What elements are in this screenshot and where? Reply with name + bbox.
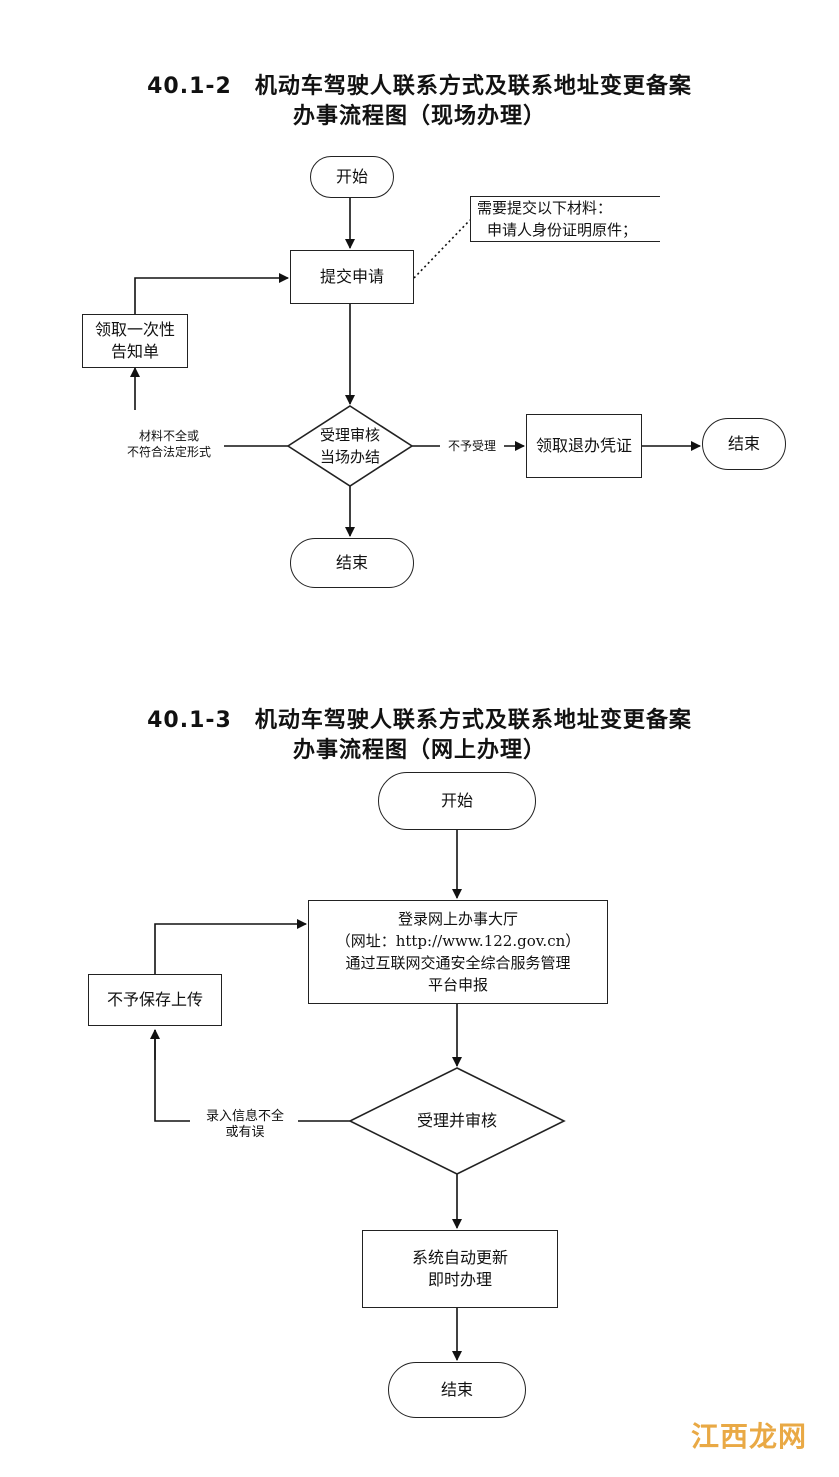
review2-diamond — [348, 1067, 566, 1175]
flow1-title-line1: 40.1-2 机动车驾驶人联系方式及联系地址变更备案 — [147, 74, 692, 99]
nosave-label: 不予保存上传 — [106, 990, 203, 1009]
auto-update-box: 系统自动更新 即时办理 — [362, 1230, 558, 1308]
nosave-box: 不予保存上传 — [88, 974, 222, 1026]
login-line2: （网址：http://www.122.gov.cn） — [335, 932, 581, 950]
start2-terminal: 开始 — [378, 772, 536, 830]
left2-condition-label: 录入信息不全 或有误 — [190, 1109, 300, 1141]
end2-terminal: 结束 — [388, 1362, 526, 1418]
notice-line1: 领取一次性 — [94, 320, 175, 339]
certificate-box: 领取退办凭证 — [526, 414, 642, 478]
reject-label: 不予受理 — [440, 438, 504, 454]
submit-label: 提交申请 — [319, 267, 384, 286]
watermark-logo: 江西龙网 — [691, 1415, 807, 1455]
notice-box: 领取一次性 告知单 — [82, 314, 188, 368]
condition2-line1: 录入信息不全 — [205, 1109, 284, 1124]
end-bottom-label: 结束 — [335, 553, 368, 572]
watermark-text: 江西龙网 — [690, 1420, 807, 1453]
notice-line2: 告知单 — [110, 342, 159, 361]
end-right-label: 结束 — [727, 434, 760, 453]
left-condition-label: 材料不全或 不符合法定形式 — [112, 428, 226, 460]
condition2-line2: 或有误 — [225, 1125, 265, 1140]
start2-label: 开始 — [440, 791, 473, 810]
reject-text: 不予受理 — [447, 439, 496, 453]
flow1-title-line2: 办事流程图（现场办理） — [292, 104, 546, 129]
end2-label: 结束 — [440, 1380, 473, 1399]
dotted-note-link — [413, 219, 471, 279]
end-terminal-right: 结束 — [702, 418, 786, 470]
start-label: 开始 — [335, 167, 368, 186]
review-label: 受理审核 当场办结 — [296, 424, 404, 468]
start-terminal: 开始 — [310, 156, 394, 198]
materials-note-box: 需要提交以下材料： 申请人身份证明原件； — [470, 196, 660, 242]
review2-label: 受理并审核 — [390, 1110, 524, 1132]
auto-line2: 即时办理 — [427, 1270, 492, 1289]
submit-application-box: 提交申请 — [290, 250, 414, 304]
flow2-title-line1: 40.1-3 机动车驾驶人联系方式及联系地址变更备案 — [147, 708, 692, 733]
note-line1: 需要提交以下材料： — [477, 199, 613, 217]
flow2-title: 40.1-3 机动车驾驶人联系方式及联系地址变更备案 办事流程图（网上办理） — [0, 706, 839, 766]
login-box: 登录网上办事大厅 （网址：http://www.122.gov.cn） 通过互联… — [308, 900, 608, 1004]
condition-line1: 材料不全或 — [138, 429, 199, 443]
review-diamond — [286, 405, 414, 487]
end-terminal-bottom: 结束 — [290, 538, 414, 588]
login-line4: 平台申报 — [427, 976, 488, 994]
flow1-title: 40.1-2 机动车驾驶人联系方式及联系地址变更备案 办事流程图（现场办理） — [0, 72, 839, 132]
auto-line1: 系统自动更新 — [411, 1248, 508, 1267]
review-line1: 受理审核 — [319, 426, 380, 444]
line2-review-to-left — [154, 1030, 350, 1122]
arrow-notice-to-submit — [134, 273, 289, 314]
arrow2-nosave-to-login — [154, 919, 307, 974]
login-line1: 登录网上办事大厅 — [397, 910, 518, 928]
review-line2: 当场办结 — [319, 448, 380, 466]
note-line2: 申请人身份证明原件； — [487, 221, 638, 239]
review2-text: 受理并审核 — [416, 1111, 497, 1130]
login-line3: 通过互联网交通安全综合服务管理 — [345, 954, 571, 972]
condition-line2: 不符合法定形式 — [126, 445, 211, 459]
flow2-title-line2: 办事流程图（网上办理） — [292, 738, 546, 763]
certificate-label: 领取退办凭证 — [535, 436, 632, 455]
